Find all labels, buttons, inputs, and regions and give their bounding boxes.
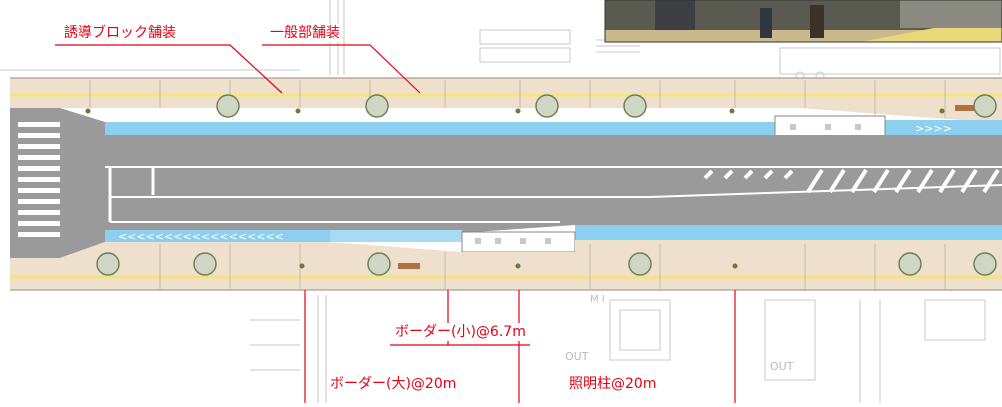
upper-bike-lane: >>>>	[105, 105, 1002, 139]
label-light-pole: 照明柱@20m	[567, 375, 659, 393]
upper-sidewalk	[10, 77, 1002, 120]
label-border-small: ボーダー(小)@6.7m	[393, 323, 528, 341]
label-general-paving: 一般部舗装	[268, 24, 342, 42]
roadway	[10, 108, 1002, 258]
annotation-leaders	[55, 44, 736, 403]
photo-inset	[604, 0, 1002, 43]
out-mark-right: OUT	[770, 360, 794, 373]
out-mark-left: OUT	[565, 350, 589, 363]
svg-text:<<<<<<<<<<<<<<<<<<: <<<<<<<<<<<<<<<<<<	[118, 230, 284, 243]
label-border-large: ボーダー(大)@20m	[328, 375, 459, 393]
background-linework-bottom	[250, 295, 986, 403]
svg-text:>>>>: >>>>	[915, 122, 952, 135]
light-poles	[85, 108, 945, 269]
label-guide-block-paving: 誘導ブロック舗装	[62, 24, 178, 42]
lower-sidewalk	[10, 240, 1002, 291]
lower-bike-lane: <<<<<<<<<<<<<<<<<<	[105, 225, 1002, 253]
tree-planters	[96, 94, 997, 276]
m-mark: M I	[590, 294, 605, 305]
